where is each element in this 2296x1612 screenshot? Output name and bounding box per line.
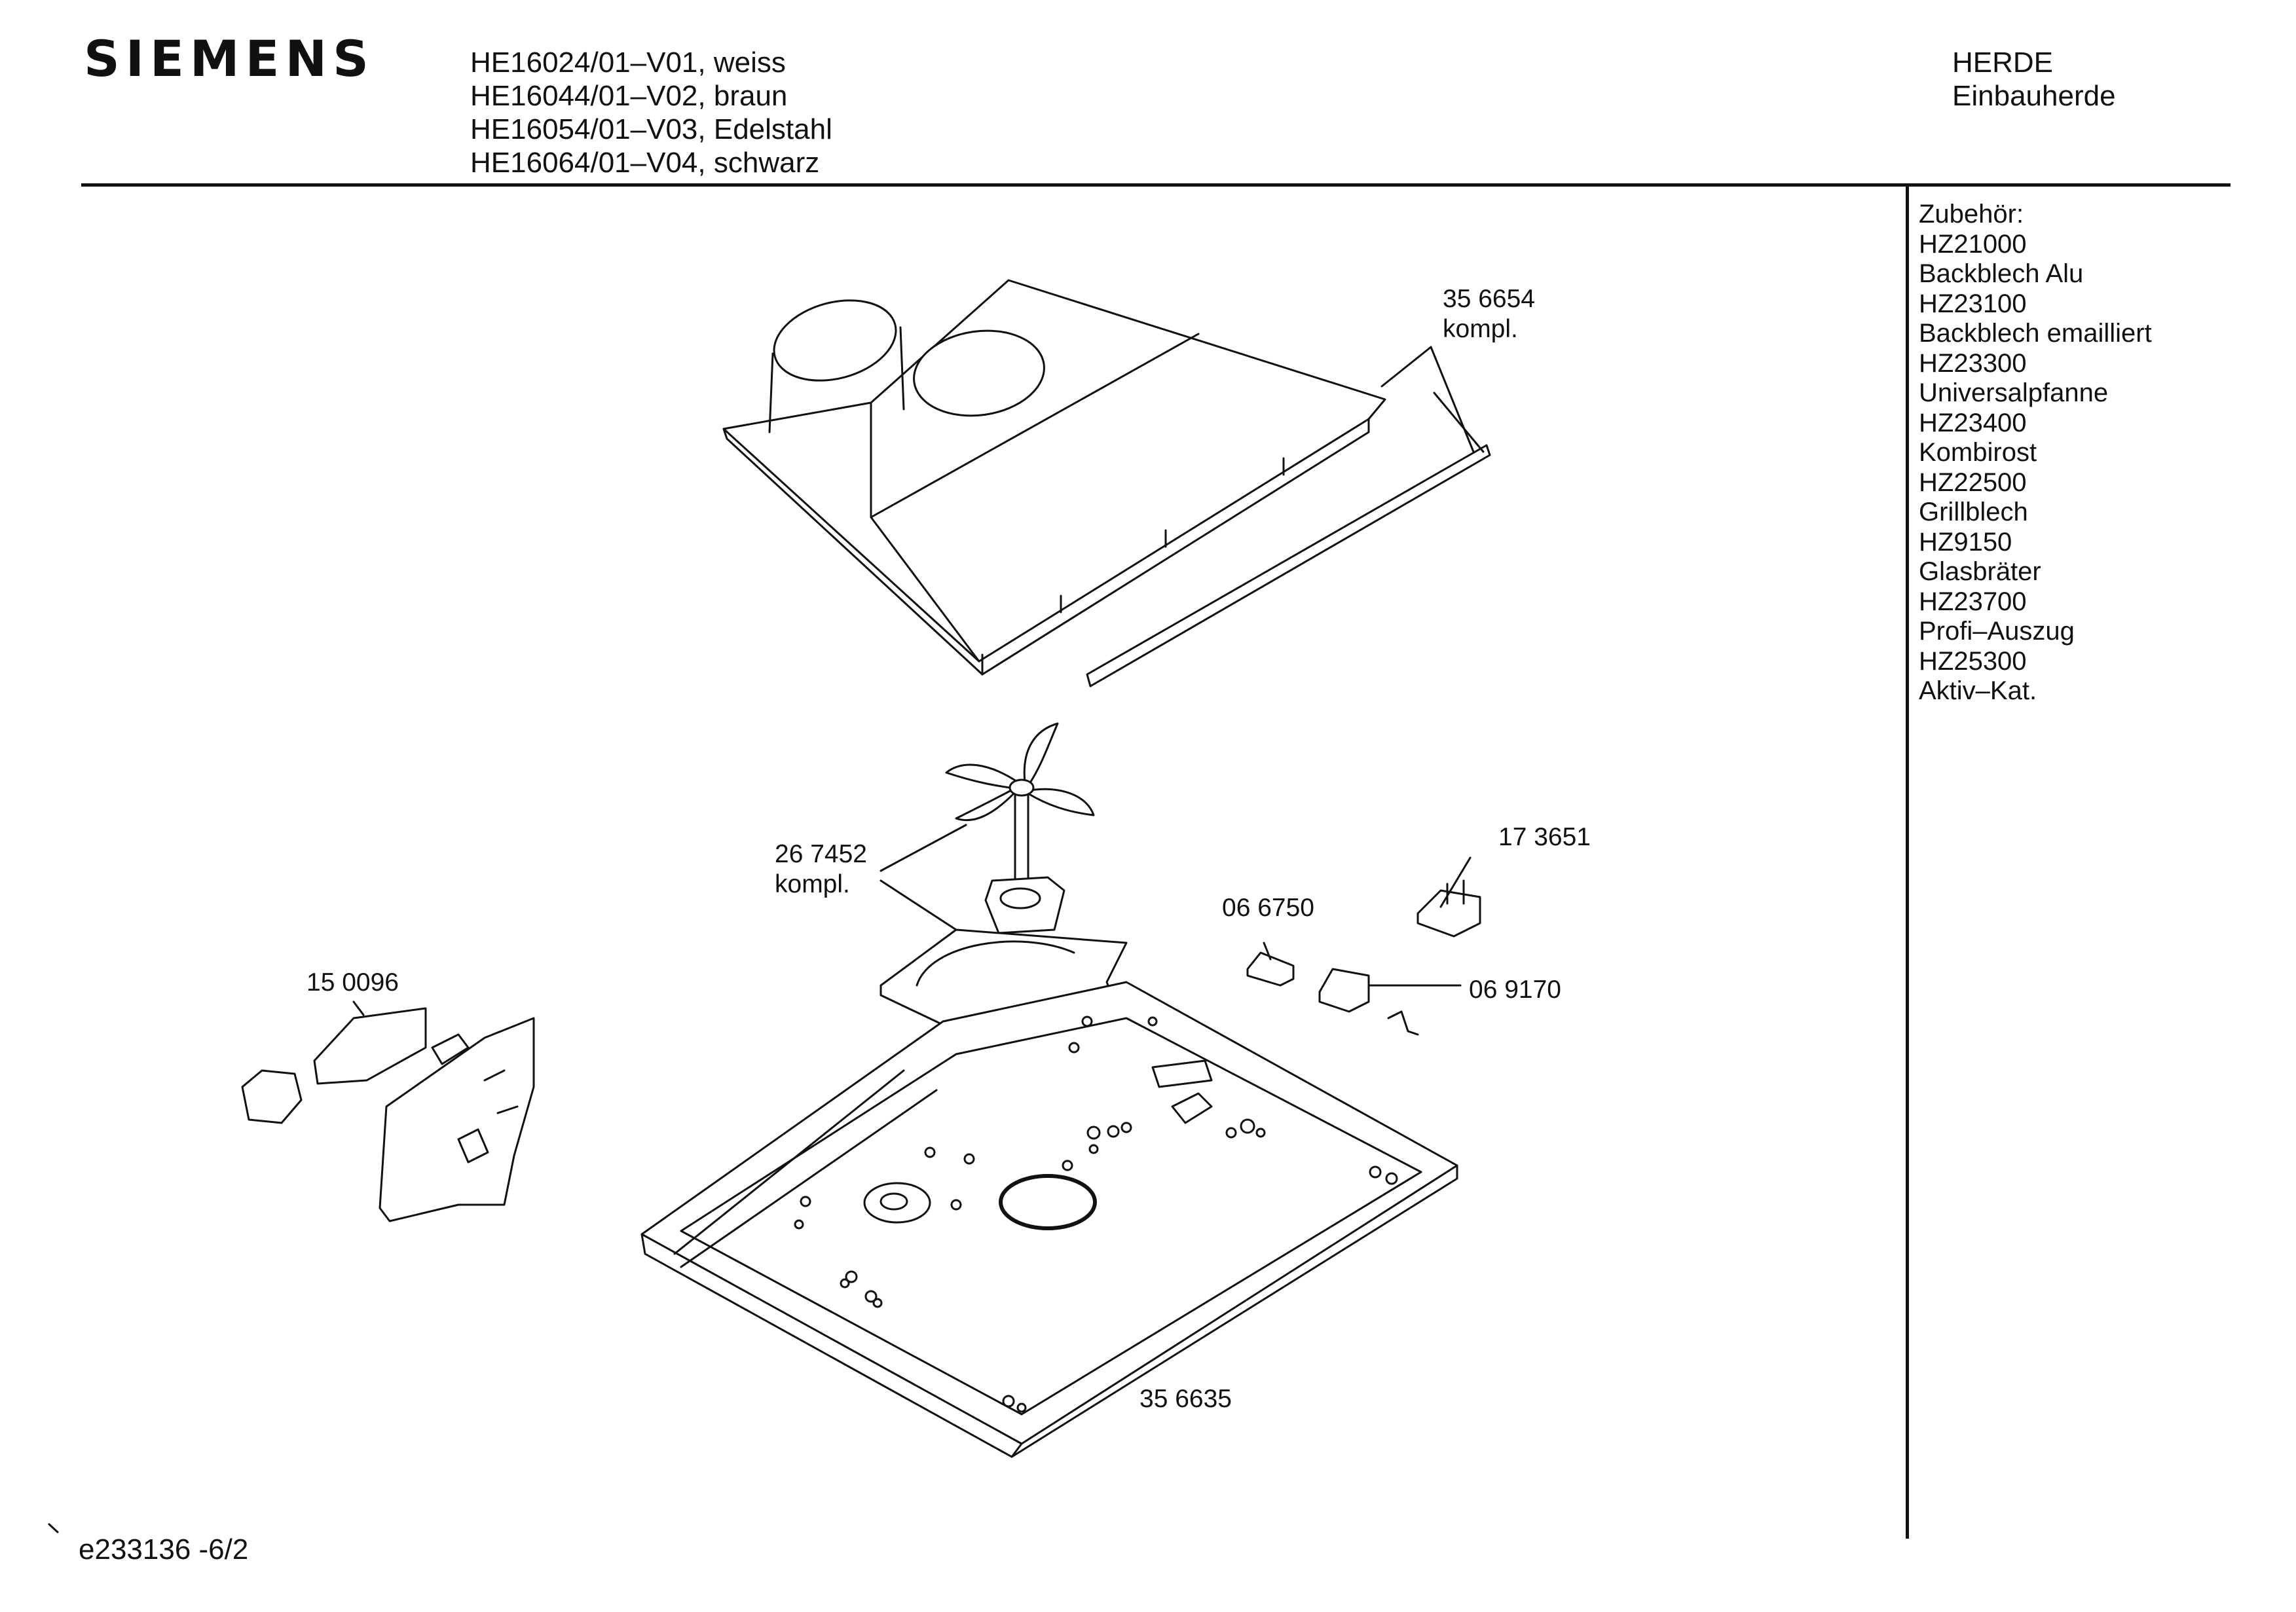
bracket-leader-line xyxy=(354,1002,363,1015)
corner-mark xyxy=(49,1524,58,1532)
accessory-item: Kombirost xyxy=(1919,438,2037,467)
accessories-title: Zubehör: xyxy=(1919,200,2024,229)
accessory-item: Backblech emailliert xyxy=(1919,319,2152,348)
sensor-drawing xyxy=(1248,943,1293,985)
model-line: HE16044/01–V02, braun xyxy=(470,80,788,112)
base-plate-part-label: 35 6635 xyxy=(1139,1384,1232,1414)
accessory-item: HZ25300 xyxy=(1919,646,2027,676)
accessory-item: HZ9150 xyxy=(1919,527,2012,557)
category-block: HERDE Einbauherde xyxy=(1952,46,2116,113)
category-title: HERDE xyxy=(1952,46,2054,79)
accessory-item: Grillblech xyxy=(1919,498,2028,526)
accessories-list: Zubehör: HZ21000 Backblech Alu HZ23100 B… xyxy=(1919,200,2152,706)
category-subtitle: Einbauherde xyxy=(1952,80,2116,112)
sensor-part-label: 06 6750 xyxy=(1222,893,1314,923)
siemens-logo: SIEMENS xyxy=(84,29,375,88)
model-list: HE16024/01–V01, weiss HE16044/01–V02, br… xyxy=(470,46,832,179)
part-number: 35 6635 xyxy=(1139,1385,1232,1413)
model-line: HE16054/01–V03, Edelstahl xyxy=(470,113,832,145)
part-number: 35 6654 xyxy=(1443,285,1535,313)
seal-strip-drawing xyxy=(1087,393,1490,686)
bracket-drawing xyxy=(242,1008,534,1221)
accessory-item: HZ23100 xyxy=(1919,289,2027,318)
accessory-item: Profi–Auszug xyxy=(1919,617,2075,646)
part-note: kompl. xyxy=(1443,315,1518,343)
part-number: 17 3651 xyxy=(1498,823,1591,851)
model-line: HE16064/01–V04, schwarz xyxy=(470,147,820,179)
accessory-item: Aktiv–Kat. xyxy=(1919,676,2037,705)
part-note: kompl. xyxy=(775,870,850,898)
thermostat-part-label: 17 3651 xyxy=(1498,822,1591,852)
part-number: 15 0096 xyxy=(306,968,399,997)
cover-hood-drawing xyxy=(724,280,1385,674)
cover-leader-line xyxy=(1382,347,1473,452)
bracket-part-label: 15 0096 xyxy=(306,968,399,998)
fan-part-label: 26 7452 kompl. xyxy=(775,839,867,900)
accessory-item: HZ23300 xyxy=(1919,348,2027,378)
cover-part-label: 35 6654 kompl. xyxy=(1443,284,1535,344)
fan-leader-line xyxy=(881,825,966,930)
accessory-item: Universalpfanne xyxy=(1919,378,2109,407)
base-plate-drawing xyxy=(642,982,1457,1457)
accessory-item: HZ23700 xyxy=(1919,587,2027,616)
part-number: 06 9170 xyxy=(1469,976,1561,1004)
accessory-item: Glasbräter xyxy=(1919,557,2041,586)
thermostat-drawing xyxy=(1418,858,1480,936)
part-number: 06 6750 xyxy=(1222,894,1314,922)
model-line: HE16024/01–V01, weiss xyxy=(470,46,786,79)
part-number: 26 7452 xyxy=(775,840,867,868)
accessory-item: HZ22500 xyxy=(1919,467,2027,497)
switch-drawing xyxy=(1320,969,1460,1035)
accessory-item: HZ21000 xyxy=(1919,229,2027,259)
accessory-item: Backblech Alu xyxy=(1919,259,2084,288)
sidebar-divider xyxy=(1906,185,1909,1539)
fan-drawing xyxy=(946,724,1094,933)
accessory-item: HZ23400 xyxy=(1919,408,2027,437)
switch-part-label: 06 9170 xyxy=(1469,975,1561,1005)
drawing-id: e233136 -6/2 xyxy=(79,1533,249,1566)
header-divider xyxy=(81,183,2231,187)
